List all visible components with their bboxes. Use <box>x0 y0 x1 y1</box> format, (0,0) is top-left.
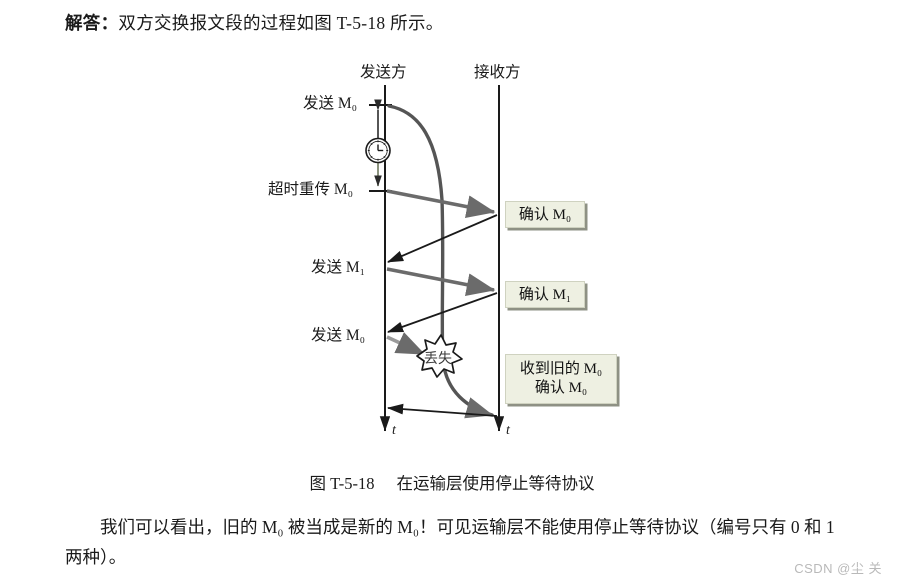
axis-label-sender-t: t <box>392 423 396 438</box>
lifeline-label-receiver: 接收方 <box>474 64 521 81</box>
caption-title: 在运输层使用停止等待协议 <box>396 474 595 493</box>
label-send-m0-first: 发送 M₀ <box>303 95 358 112</box>
label-send-m0-second: 发送 M₀ <box>311 327 366 344</box>
arrow-retransmit-m0 <box>386 189 496 219</box>
box-ack-m1-line1: 确认 M₁ <box>518 287 572 303</box>
axis-label-receiver-t: t <box>506 423 510 438</box>
closing-paragraph: 我们可以看出，旧的 M₀ 被当成是新的 M₀！可见运输层不能使用停止等待协议（编… <box>65 512 855 572</box>
intro-lead: 解答： <box>65 13 119 33</box>
figure-caption: 图 T-5-18 在运输层使用停止等待协议 <box>0 470 904 494</box>
delayed-m0-path <box>387 104 494 419</box>
intro-text: 双方交换报文段的过程如图 T-5-18 所示。 <box>118 13 444 33</box>
clock-icon <box>365 137 391 164</box>
intro-line: 解答：双方交换报文段的过程如图 T-5-18 所示。 <box>65 10 444 36</box>
closing-text: 我们可以看出，旧的 M₀ 被当成是新的 M₀！可见运输层不能使用停止等待协议（编… <box>65 517 835 567</box>
label-send-m1: 发送 M₁ <box>311 259 366 276</box>
box-old-m0-line1: 收到旧的 M₀ <box>519 361 603 377</box>
box-old-m0-received: 收到旧的 M₀ 确认 M₀ <box>505 354 617 404</box>
loss-label: 丢失 <box>424 352 452 367</box>
burst-icon <box>416 334 463 378</box>
label-retransmit-m0: 超时重传 M₀ <box>268 181 354 198</box>
box-ack-m0: 确认 M₀ <box>505 201 585 228</box>
box-ack-m1: 确认 M₁ <box>505 281 585 308</box>
arrow-ack-m0 <box>387 214 498 263</box>
lifeline-label-sender: 发送方 <box>360 64 407 81</box>
arrow-send-m0-lost <box>386 332 426 356</box>
csdn-watermark: CSDN @尘 关 <box>794 561 882 576</box>
arrow-send-m1 <box>386 267 496 297</box>
caption-number: 图 T-5-18 <box>309 474 375 493</box>
box-old-m0-line2: 确认 M₀ <box>534 380 588 396</box>
arrow-ack-m1 <box>386 292 498 333</box>
box-ack-m0-line1: 确认 M₀ <box>518 207 572 223</box>
figure-stop-and-wait: 发送方 接收方 发送 M₀ 超时重传 M₀ 发送 M₁ 发送 M₀ 丢失 t t… <box>0 60 904 490</box>
figure-canvas <box>365 85 505 432</box>
arrow-ack-old-m0 <box>386 403 498 417</box>
